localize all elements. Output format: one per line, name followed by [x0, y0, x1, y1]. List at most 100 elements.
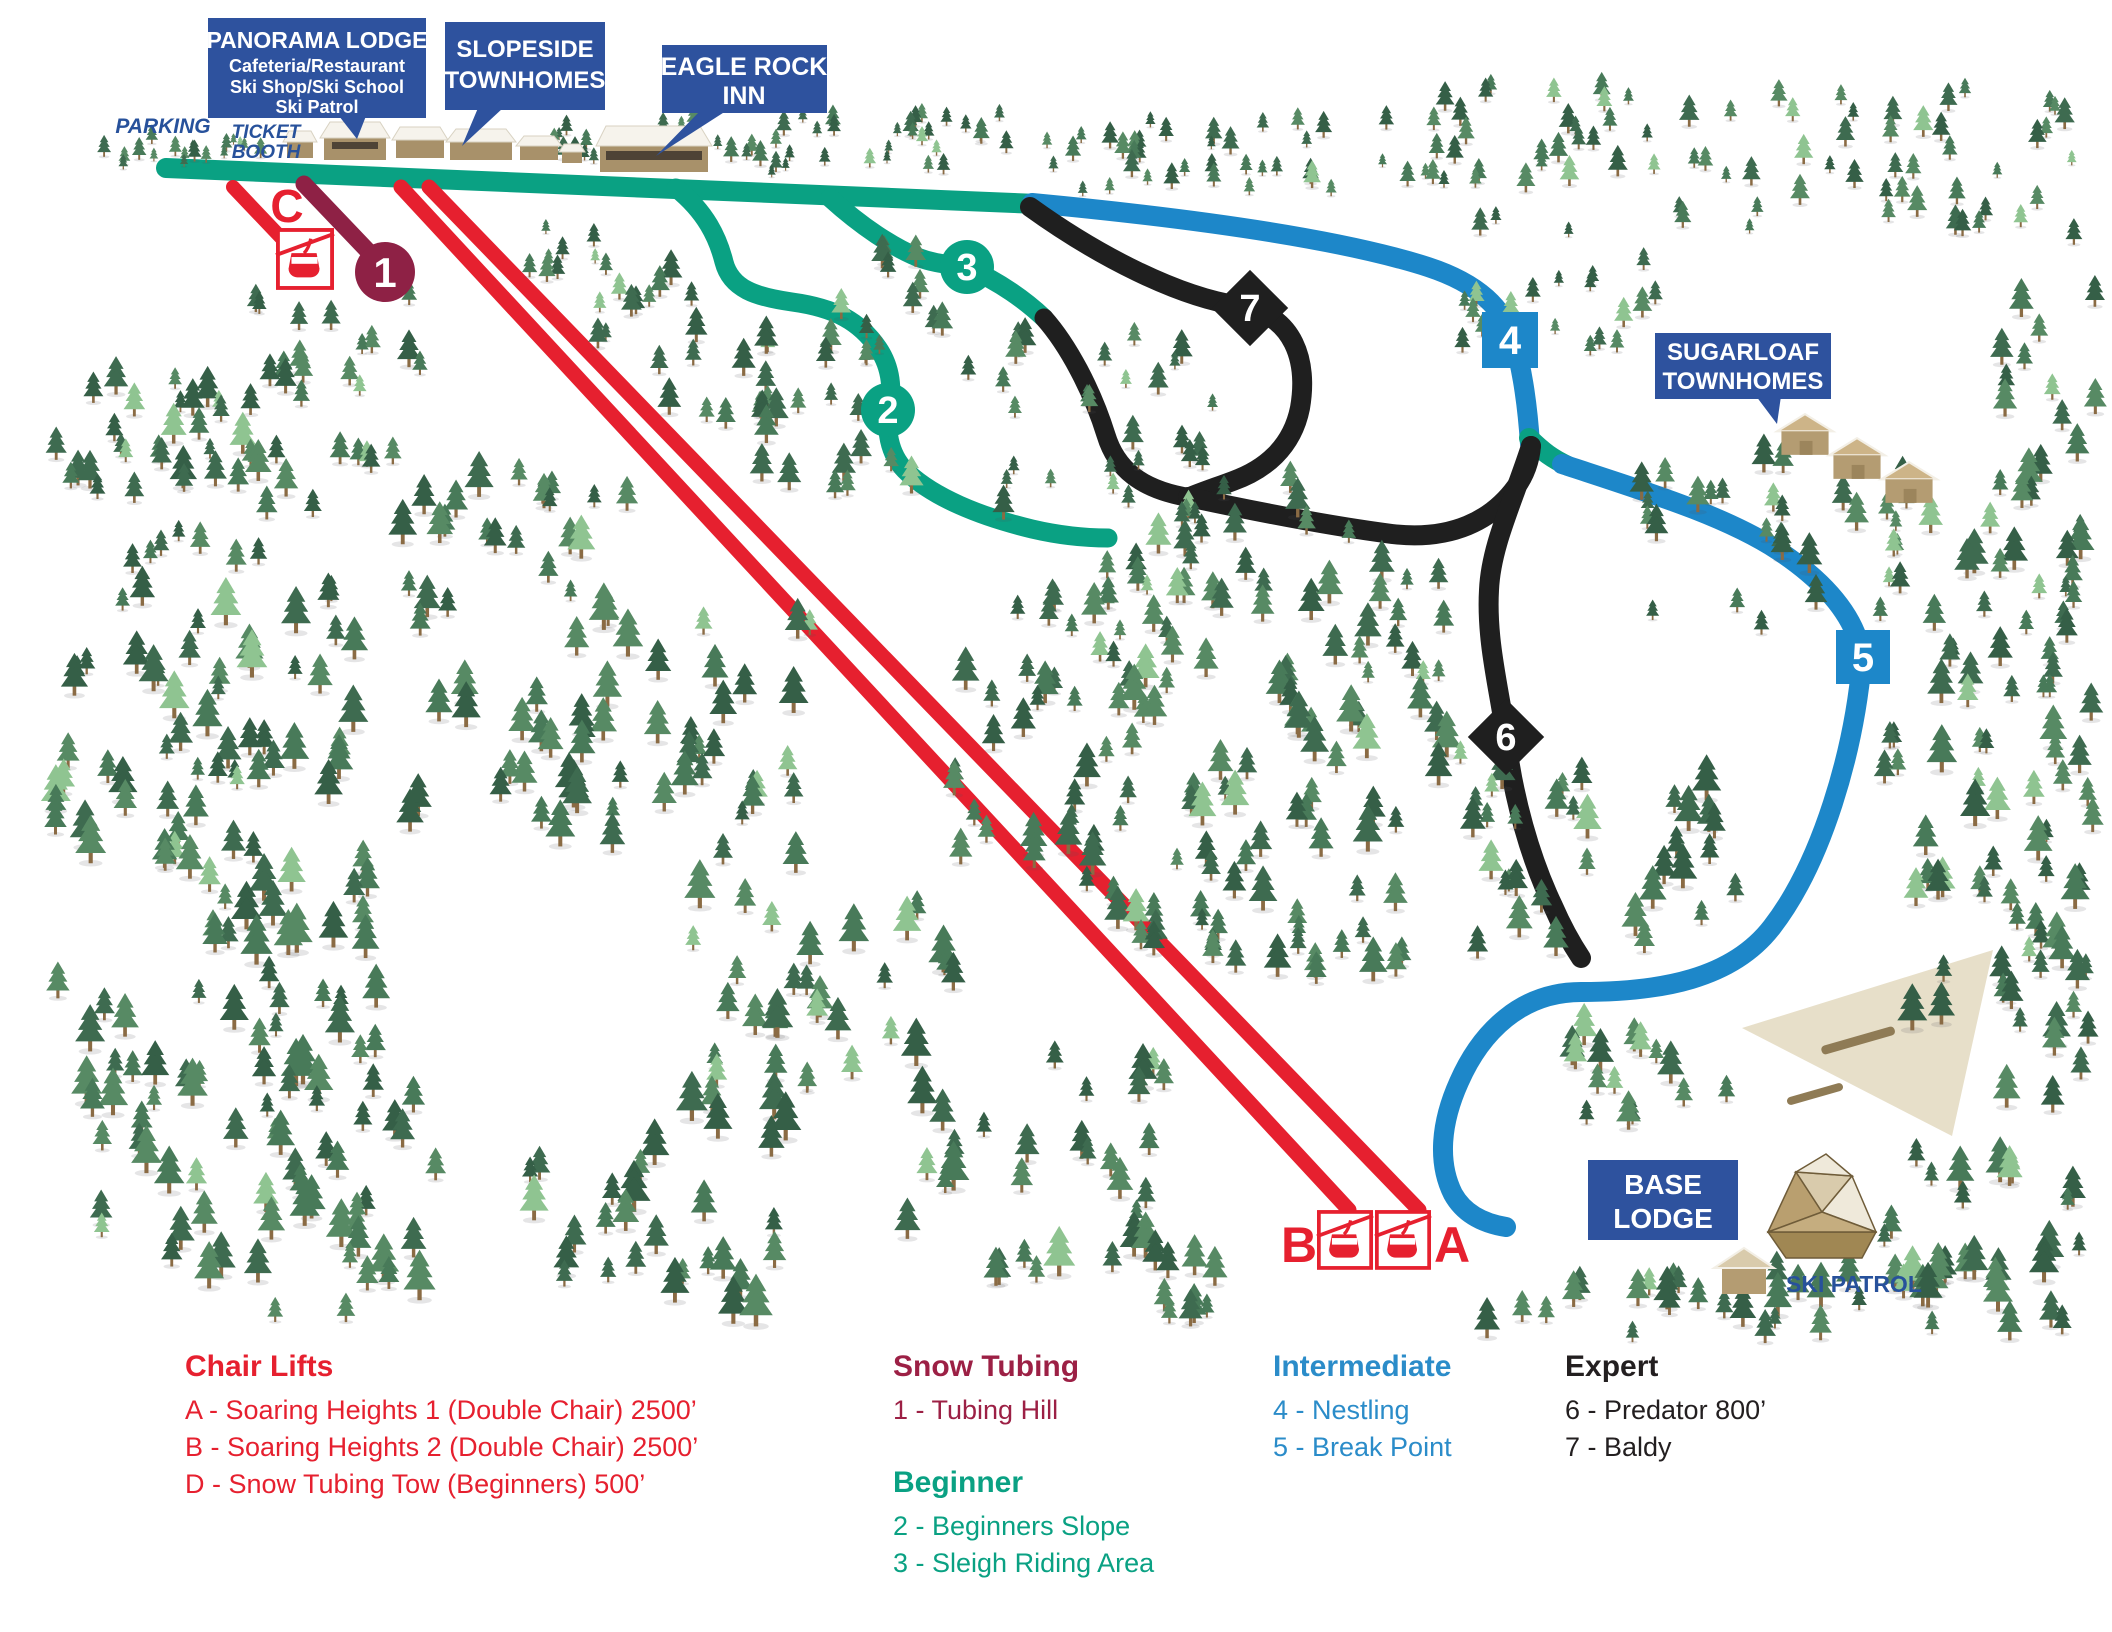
tree: [248, 1017, 271, 1056]
tree: [1657, 1040, 1685, 1087]
tree: [1142, 168, 1153, 186]
tree: [684, 859, 716, 912]
marker-1-circle: [355, 242, 415, 302]
tree: [1511, 1289, 1533, 1325]
tree: [1236, 746, 1258, 782]
tree: [2043, 373, 2061, 402]
tree: [1646, 599, 1660, 622]
tree: [881, 1015, 900, 1047]
trail-traverse-green: [156, 158, 1048, 214]
tree: [1717, 1074, 1736, 1105]
tree: [2023, 769, 2045, 807]
tree: [1516, 162, 1536, 195]
tree: [1714, 477, 1731, 506]
tree: [592, 660, 623, 710]
panorama-title: PANORAMA LODGE: [206, 27, 427, 53]
trail-breakpoint-upper: [1552, 454, 1872, 667]
eagle-rock-sign: [662, 45, 827, 113]
tree: [722, 136, 740, 164]
tree: [1882, 115, 1900, 145]
tree: [1614, 296, 1634, 330]
sugarloaf-line1: SUGARLOAF: [1667, 339, 1819, 366]
tree: [1225, 939, 1247, 975]
tree: [2015, 342, 2034, 372]
tree: [1559, 154, 1580, 189]
tree: [916, 1147, 938, 1183]
tree: [149, 147, 159, 163]
tree: [388, 498, 418, 548]
trails: [156, 158, 1872, 1237]
tree: [1178, 158, 1191, 178]
legend-item: 3 - Sleigh Riding Area: [893, 1548, 1155, 1578]
tree: [907, 1065, 938, 1117]
tree: [45, 426, 67, 463]
legend-item: 5 - Break Point: [1273, 1432, 1452, 1462]
tree: [931, 139, 942, 157]
tree: [1809, 1304, 1832, 1343]
tree: [400, 570, 418, 598]
tree: [1400, 567, 1414, 591]
tree: [1433, 599, 1455, 635]
tree: [1887, 152, 1904, 180]
tree: [769, 128, 782, 150]
tree: [1948, 176, 1966, 207]
legend-expert: Expert 6 - Predator 800’ 7 - Baldy: [1565, 1350, 1766, 1466]
tree: [1490, 206, 1502, 225]
tree: [1592, 326, 1607, 351]
tree: [1015, 1238, 1034, 1270]
tree: [797, 1061, 818, 1095]
tree: [1064, 135, 1082, 163]
tree: [1824, 155, 1836, 175]
tree: [922, 154, 935, 174]
tree: [1007, 455, 1020, 476]
tree: [1081, 581, 1108, 627]
tree: [1119, 368, 1132, 390]
tree: [1435, 81, 1455, 113]
tree: [1018, 653, 1037, 684]
legend-intermediate-title: Intermediate: [1273, 1350, 1452, 1383]
building-row: [391, 126, 586, 163]
tree: [1889, 561, 1911, 596]
tree: [1263, 933, 1292, 980]
marker-3-circle: [940, 240, 994, 294]
tree: [1064, 778, 1086, 814]
tree: [210, 576, 242, 629]
tree: [1546, 77, 1562, 104]
tree: [92, 1119, 113, 1153]
tree: [1471, 207, 1490, 238]
tree: [212, 394, 230, 424]
tree: [168, 135, 182, 158]
tree: [1873, 749, 1896, 786]
tree: [2065, 218, 2083, 247]
tree: [951, 646, 980, 693]
lift-stations: C B A: [270, 180, 1470, 1273]
tree: [243, 1238, 273, 1286]
tree: [1647, 280, 1663, 306]
tree: [185, 1157, 208, 1193]
legend-snow-tubing: Snow Tubing 1 - Tubing Hill: [893, 1350, 1079, 1429]
tree: [690, 1179, 718, 1225]
tree: [160, 402, 187, 447]
tree: [1158, 666, 1176, 695]
tree: [777, 452, 802, 493]
forest: [40, 71, 2107, 1346]
tree: [1221, 126, 1240, 157]
tree: [97, 134, 112, 159]
tree: [1399, 160, 1416, 189]
tree: [586, 223, 602, 249]
tree: [1953, 1180, 1972, 1211]
tree: [643, 700, 672, 747]
tree: [1438, 170, 1450, 189]
tree: [1378, 105, 1395, 132]
eagle-rock-line2: INN: [722, 82, 765, 110]
tree: [790, 387, 807, 415]
legend-item: 6 - Predator 800’: [1565, 1395, 1767, 1425]
sugarloaf-pointer: [1756, 396, 1781, 424]
lift-label-a: A: [1434, 1217, 1470, 1273]
tree: [401, 1075, 426, 1115]
tree: [1121, 484, 1136, 510]
tree: [1678, 94, 1700, 129]
tree: [1121, 414, 1144, 452]
tree: [220, 819, 247, 862]
